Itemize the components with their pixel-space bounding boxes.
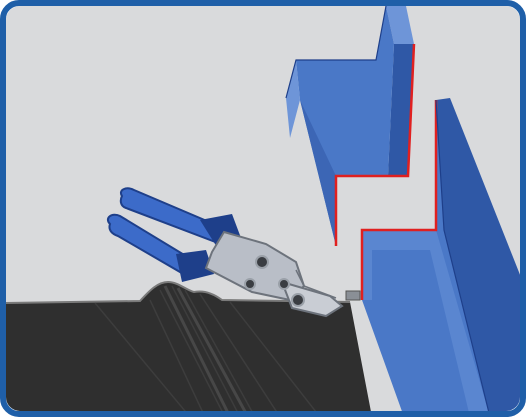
illustration-frame <box>0 0 526 417</box>
roof-cutting-illustration <box>0 0 526 417</box>
